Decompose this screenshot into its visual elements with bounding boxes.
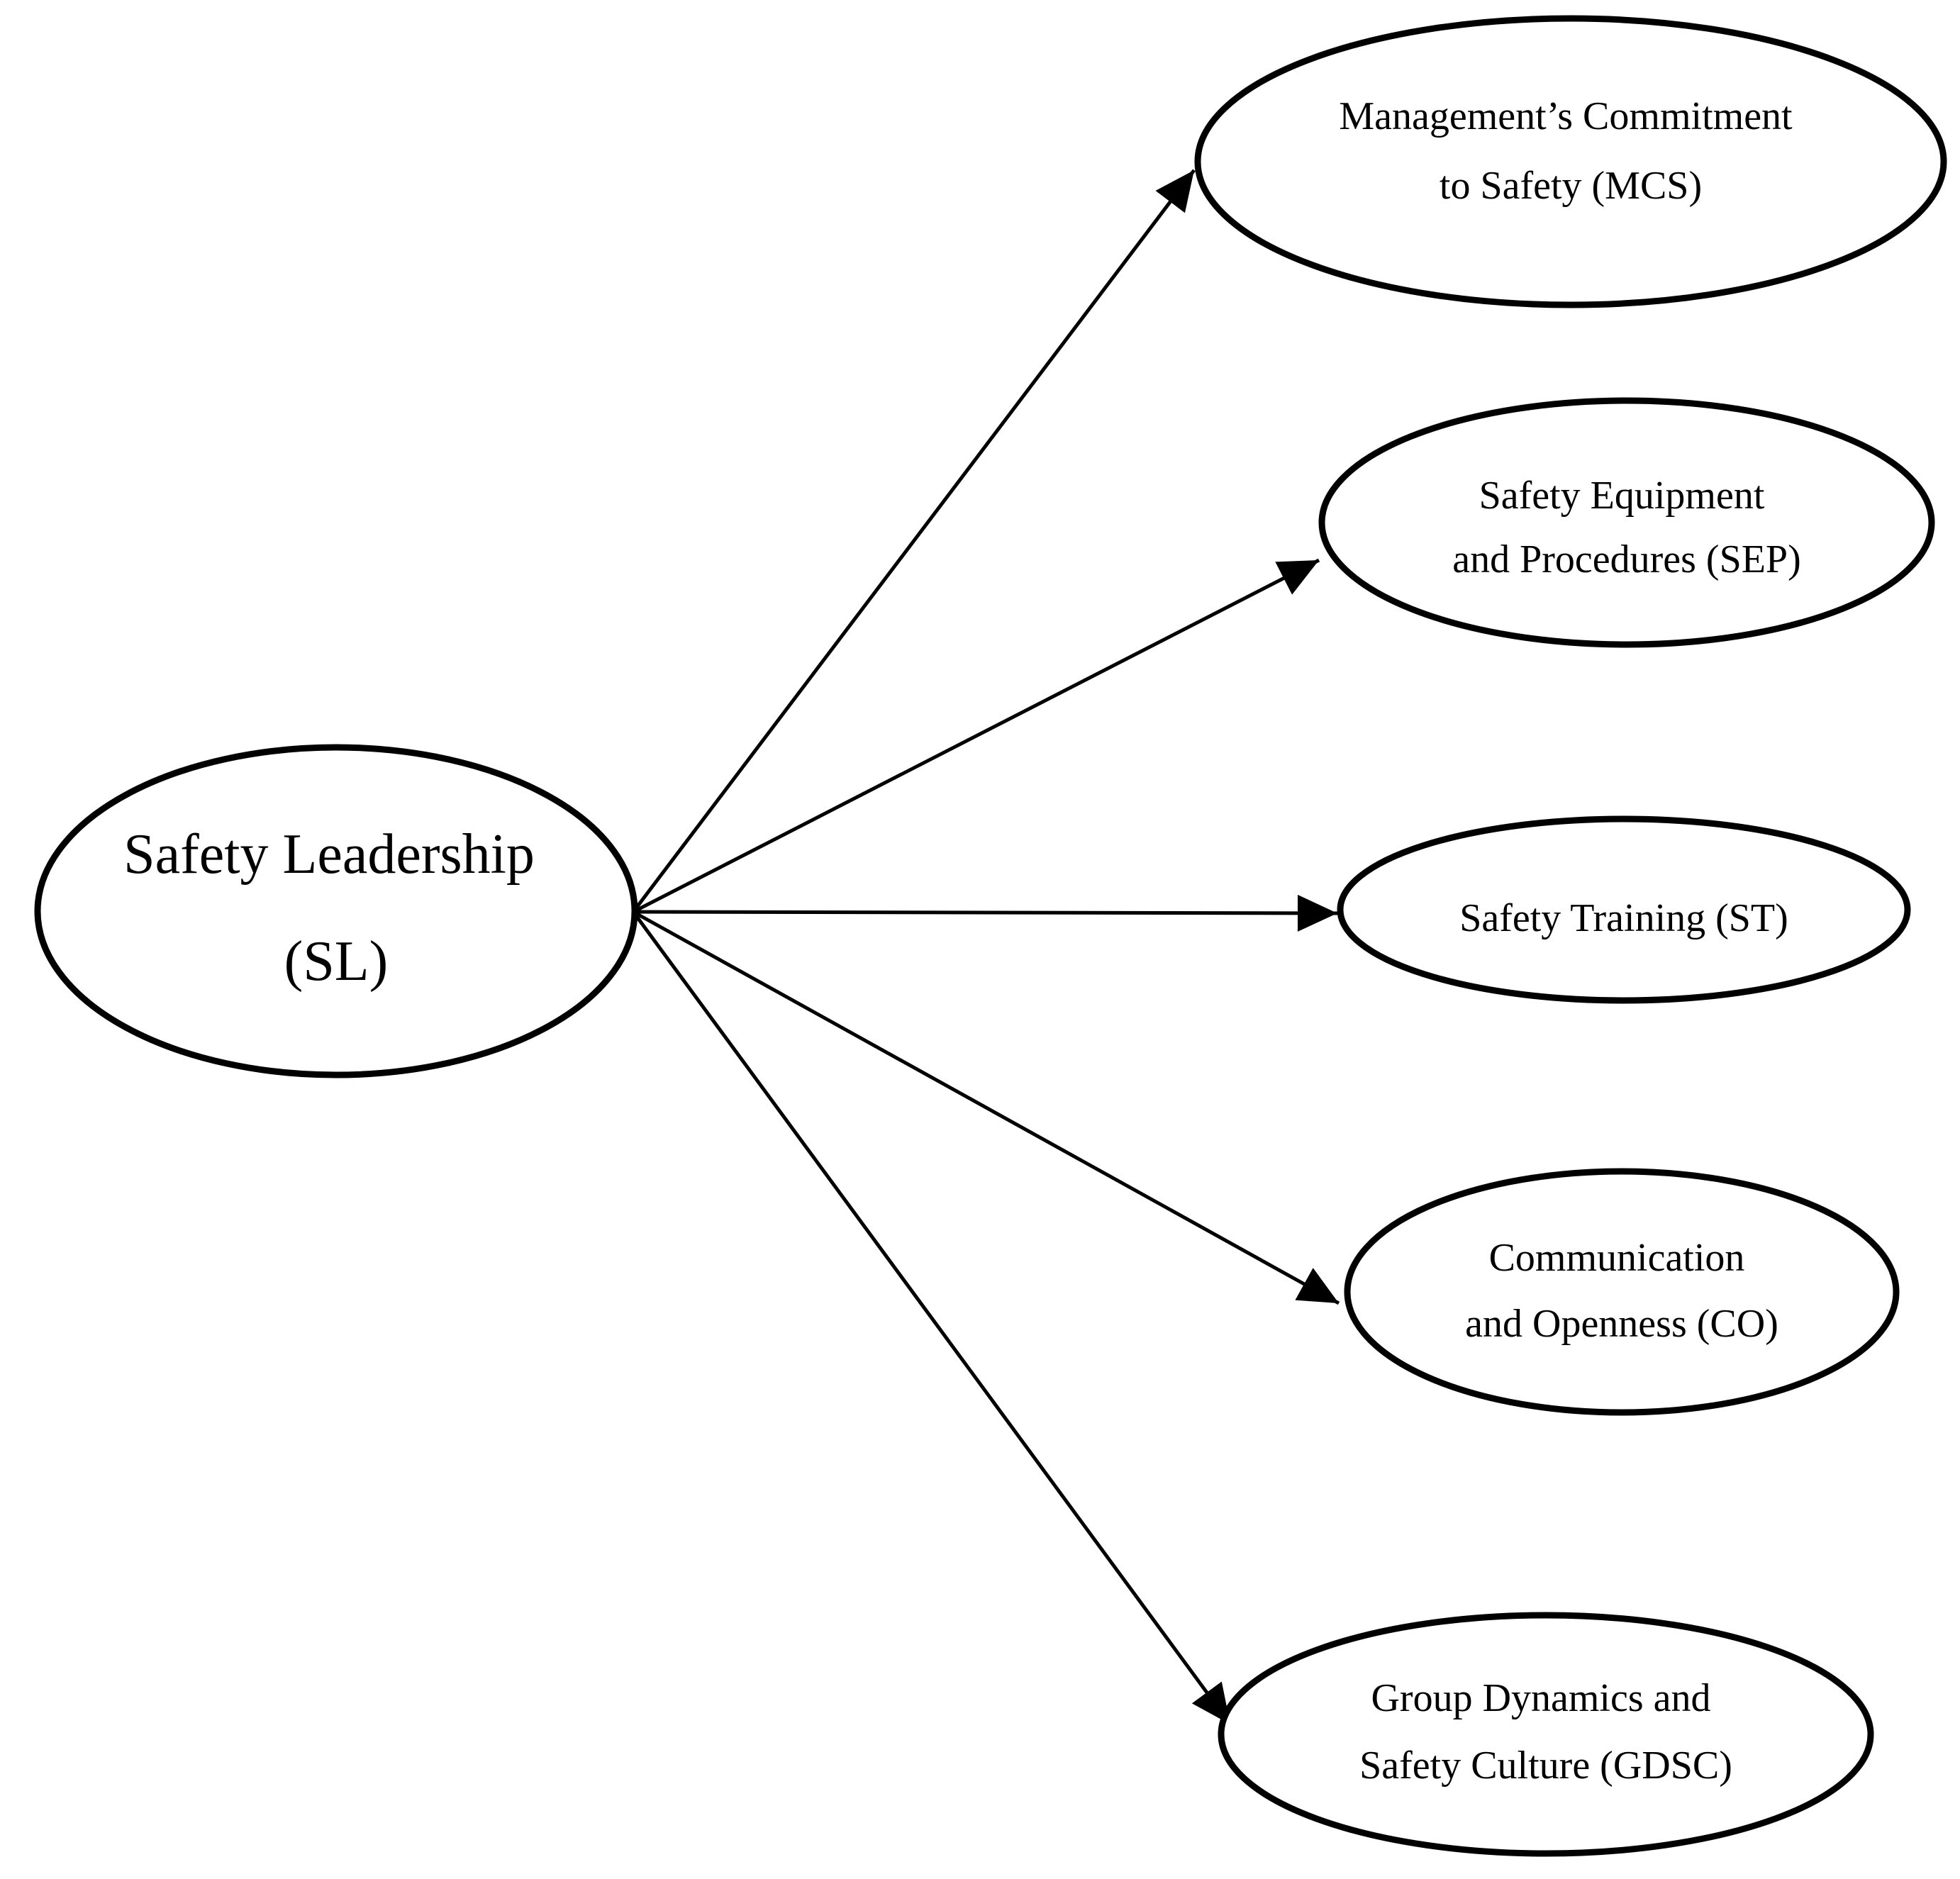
edge-sl-to-mcs-arrow [632, 169, 1196, 913]
node-mcs-label: Management’s Commitment to Safety (MCS) [1339, 94, 1802, 208]
edge-sl-to-co-arrow [632, 910, 1340, 1305]
node-sep-ellipse [1318, 397, 1935, 648]
node-gdsc-label-line2: Safety Culture (GDSC) [1359, 1744, 1732, 1788]
node-mcs-label-line2: to Safety (MCS) [1440, 164, 1702, 208]
node-st-ellipse [1337, 815, 1911, 1004]
node-sep-label: Safety Equipment and Procedures (SEP) [1452, 474, 1800, 581]
node-sep-label-line2: and Procedures (SEP) [1452, 537, 1800, 581]
node-mcs-label-line1: Management’s Commitment [1339, 94, 1793, 138]
node-sep-label-line1: Safety Equipment [1479, 474, 1765, 518]
node-gdsc-ellipse [1218, 1612, 1874, 1857]
node-gdsc-label-line1: Group Dynamics and [1371, 1676, 1710, 1720]
node-st-label-line1: Safety Training (ST) [1459, 896, 1788, 940]
node-sl-ellipse [34, 744, 638, 1078]
edge-sl-to-gdsc-arrow [631, 910, 1232, 1726]
node-co-label-line1: Communication [1489, 1236, 1745, 1280]
node-st-label: Safety Training (ST) [1459, 896, 1788, 940]
node-co-ellipse [1344, 1168, 1900, 1416]
edge-sl-to-sep-arrow [632, 558, 1320, 914]
node-co-label-line2: and Openness (CO) [1465, 1302, 1778, 1346]
node-sl-label-line2: (SL) [284, 930, 389, 993]
node-sl-label-line1: Safety Leadership [123, 823, 535, 886]
node-mcs-ellipse [1194, 15, 1947, 308]
node-sl-label: Safety Leadership (SL) [123, 823, 549, 993]
node-gdsc-label: Group Dynamics and Safety Culture (GDSC) [1359, 1676, 1732, 1788]
edge-sl-to-st-arrow [633, 894, 1338, 932]
node-co-label: Communication and Openness (CO) [1465, 1236, 1778, 1346]
